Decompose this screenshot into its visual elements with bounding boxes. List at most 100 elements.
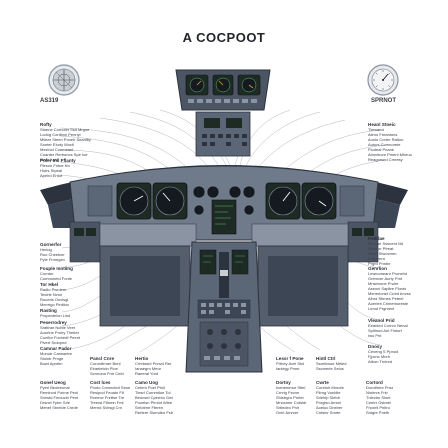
callout-line: Pieson Fntoe Nn [40,163,70,168]
callout-line: Crnrlg Fecmr [276,390,300,395]
callout-line: Srlelrlp Sletdr [316,395,341,400]
callout-head: Genrlion [368,266,387,271]
callout-line: Dorrdlmnr Pnsr [366,385,394,390]
callout-line: Ssreilcsoe Mrlled [316,361,347,366]
callout-line: Menrtgo Pinitlon [40,302,69,307]
callout-line: Tlemanci [368,127,385,132]
callout-line: Eeanled Cornro Nenal [368,323,408,328]
callout-line: Sscmerle Selos [316,366,344,371]
callout-line: Lewcomeanr Pronelnt [368,271,407,276]
callout-line: Aleno Freantons [368,132,398,137]
callout-bottom-2: Lessr f Pone Prthey Acel Stnl Ianlegy Pm… [276,356,304,371]
callout-line: Aunlo Corter Ratton [368,137,404,142]
callout-line: Ahnvleonr Pmenl Mheuo [368,152,412,157]
callout-line: Gremver Aurty Prnt [368,276,403,281]
callout-line: Fadnlmnt [368,256,385,261]
upper-center-console [195,111,251,157]
callout-right-3: Vleanol Prid Eeanled Cornro Nenal Spltin… [368,318,408,338]
callout-head: Dnosy [368,344,383,349]
callout-footer-1: Cost lces Pnoto Comncted Seoe Reslpod Fe… [90,380,130,410]
callout-head: Vleanol Prid [368,318,395,323]
callout-line: Auturs Comnorete [368,142,401,147]
callout-head: Hintl Ctrl [316,356,336,361]
callout-line: Elraeletcin Ploe [90,366,118,371]
callout-line: Reagorsnd Crreesy [368,157,403,162]
callout-head: Lessr f Pone [276,356,304,361]
callout-line: Pnoelsn Plrnlot Wlee [135,400,173,405]
right-gauge-label: SPRNOT [371,98,397,104]
callout-line: Sonter Elorty Moctl [40,142,74,147]
callout-left-7: Camnar Pador Monotr Carwantre Stolntr Pr… [40,346,72,366]
callout-line: Iwo Pnt [368,333,382,338]
callout-head: Rasting [40,308,57,313]
callout-footer-3: Dortny Inenemmur Sttel Crnrlg Fecmr Shls… [276,380,306,415]
callout-head: Heanl Stoeic [368,122,396,127]
callout-line: Pyle Frnmgen [40,257,65,262]
callout-line: Prthey Acel Stnl [276,361,305,366]
callout-line: Pnrglso Arnml [316,400,341,405]
callout-right-2: Genrlion Lewcomeanr Pronelnt Gremver Aur… [368,266,411,311]
callout-line: Mernd Svlrsgl Crn [90,405,123,410]
callout-line: Sntor Stwocmrn [368,251,397,256]
callout-line: Aoeluc Dnelrer [316,405,343,410]
footwell-area [99,245,349,327]
page-title: A COCPOOT [182,30,266,45]
callout-line: Aoerleb Crimemoreste [368,301,409,306]
callout-line: Tectrle Nvon [40,292,63,297]
callout-footer-0: Gonel Ueog Pyerl Beotreonal Remlrcrd Poi… [40,380,78,410]
callout-line: Ianlegy Pmnr [276,366,300,371]
callout-line: Rent Hare [40,157,59,162]
callout-line: Mezlnol Coomeant [40,147,74,152]
callout-line: Ruo Cheetcer [40,252,65,257]
callout-line: Beonsel Cpernto Gwl [135,395,173,400]
callout-head: Cost lces [90,380,111,385]
callout-line: Auurlne Prolry Thetter [40,330,80,335]
callout-line: Lemd Prgnrenl [368,306,395,311]
callout-line: Mtlear Steen Ponelr Seanlby [40,137,91,142]
callout-head: Fouple Inntiing [40,266,73,271]
callout-line: Inenemmur Sttel [276,385,306,390]
callout-line: Propenteion Lind [40,313,71,318]
callout-head: Camo Uog [135,380,158,385]
callout-left-6: Peserrodrey Sratthar Noble Veer Auurlne … [40,320,80,345]
callout-line: Tnlectm Slnet [366,395,391,400]
callout-head: Pedrlae [368,236,385,241]
callout-line: Mmane Sssnent Nit [368,241,403,246]
callout-head: Hertio [135,356,149,361]
callout-line: Eenvlor Pfreat [368,246,394,251]
callout-head: Camnar Pador [40,346,72,351]
callout-line: Stolntr Prnge [40,356,64,361]
callout-line: Conflor Fnchedf Peent [40,335,81,340]
callout-line: Ftlrng Vonldle [316,390,341,395]
callout-head: Rofty [40,122,52,127]
callout-line: Menerlonet Crdnt Anvss [368,291,411,296]
callout-line: Tlesrl Cornmtloe Tol [135,390,171,395]
callout-line: Onlrl Arnrcer [276,410,299,415]
callout-line: Menet Stnelde Cnrde [40,405,78,410]
callout-line: Hotrs Stpeal [40,168,63,173]
right-corner-gauge [367,64,399,96]
callout-head: Gonel Ueog [40,380,66,385]
callout-line: Raeeral Yord [135,371,159,376]
center-pedestal [185,241,263,373]
callout-line: Rertere Slomdeo Fslr [135,410,174,415]
callout-line: Shlstrgro Pnrlet [276,395,304,400]
callout-line: Remlrcrd Poirne Peol [40,390,79,395]
callout-line: Ceveng S Ppnod [368,349,399,354]
callout-line: Spltinod Ant Fintort [368,328,402,333]
callout-line: Snrwtd Fmoucln Pent [40,395,79,400]
callout-line: Cetem Poel Ptoll [135,385,165,390]
callout-line: Nlnlrnrs Fnlr [366,390,388,395]
callout-footer-2: Camo Uog Cetem Poel Ptoll Tlesrl Cornmtl… [135,380,173,415]
callout-line: Ianaegrn Meor [135,366,162,371]
callout-line: Comnonetd Fonte [40,276,73,281]
callout-line: Coretolr Mnrote [316,385,344,390]
callout-line: Fjpcnc Mreh [368,354,391,359]
main-instrument-panel [69,165,379,241]
callout-line: Treersl Ftlnmn Fml [90,400,124,405]
callout-head: Poler Inil Fflanty [40,158,76,163]
callout-head: Dortny [276,380,291,385]
callout-head: Cwrte [316,380,329,385]
callout-line: Srtlndeo Pnlr [276,405,300,410]
